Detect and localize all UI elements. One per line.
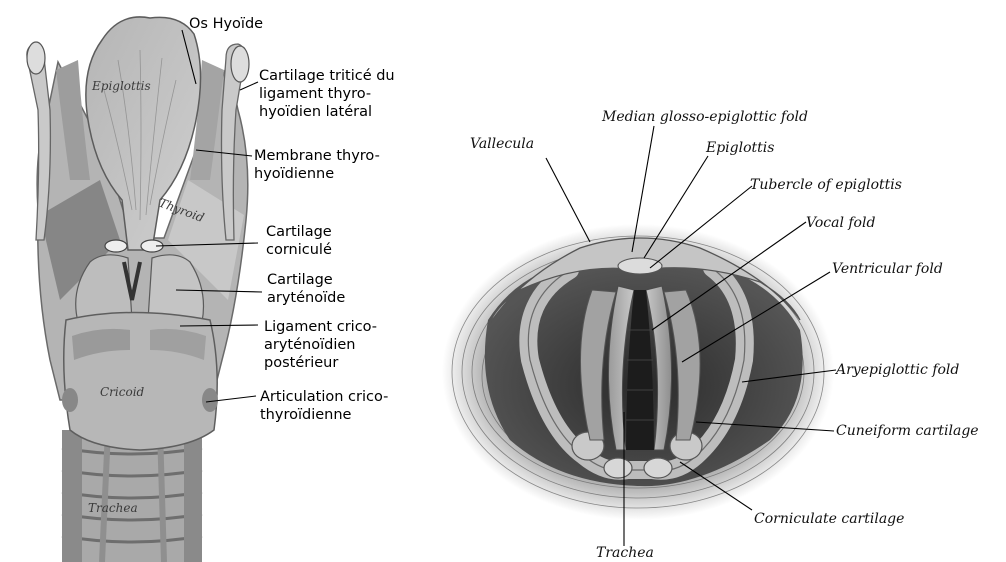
label-trachea: Trachea bbox=[596, 545, 654, 561]
label-ligament-2: aryténoïdien bbox=[264, 337, 355, 353]
left-larynx-drawing bbox=[27, 17, 249, 562]
label-median-glosso-epiglottic-fold: Median glosso-epiglottic fold bbox=[601, 109, 808, 125]
label-cartilage-tritice-3: hyoïdien latéral bbox=[259, 104, 372, 120]
label-cornicule-2: corniculé bbox=[266, 242, 332, 258]
label-os-hyoide: Os Hyoïde bbox=[189, 16, 263, 32]
label-cartilage-tritice-1: Cartilage triticé du bbox=[259, 68, 395, 84]
label-ligament-3: postérieur bbox=[264, 355, 338, 371]
label-epiglottis: Epiglottis bbox=[705, 140, 774, 156]
label-ligament-1: Ligament crico- bbox=[264, 319, 377, 335]
label-membrane-1: Membrane thyro- bbox=[254, 148, 380, 164]
engraved-label-epiglottis: Epiglottis bbox=[91, 79, 151, 93]
label-cuneiform-cartilage: Cuneiform cartilage bbox=[836, 423, 979, 439]
label-arytenoide-1: Cartilage bbox=[267, 272, 333, 288]
right-laryngoscope-drawing bbox=[442, 224, 834, 520]
label-vallecula: Vallecula bbox=[470, 136, 534, 152]
engraved-label-cricoid: Cricoid bbox=[100, 385, 145, 399]
label-cornicule-1: Cartilage bbox=[266, 224, 332, 240]
engraved-label-trachea: Trachea bbox=[88, 501, 138, 515]
label-ventricular-fold: Ventricular fold bbox=[832, 261, 943, 277]
label-tubercle-of-epiglottis: Tubercle of epiglottis bbox=[750, 177, 902, 193]
label-membrane-2: hyoïdienne bbox=[254, 166, 334, 182]
label-vocal-fold: Vocal fold bbox=[806, 215, 875, 231]
label-aryepiglottic-fold: Aryepiglottic fold bbox=[834, 362, 959, 378]
label-arytenoide-2: aryténoïde bbox=[267, 290, 345, 306]
label-cartilage-tritice-2: ligament thyro- bbox=[259, 86, 371, 102]
label-corniculate-cartilage: Corniculate cartilage bbox=[754, 511, 904, 527]
label-articulation-1: Articulation crico- bbox=[260, 389, 388, 405]
label-articulation-2: thyroïdienne bbox=[260, 407, 352, 423]
